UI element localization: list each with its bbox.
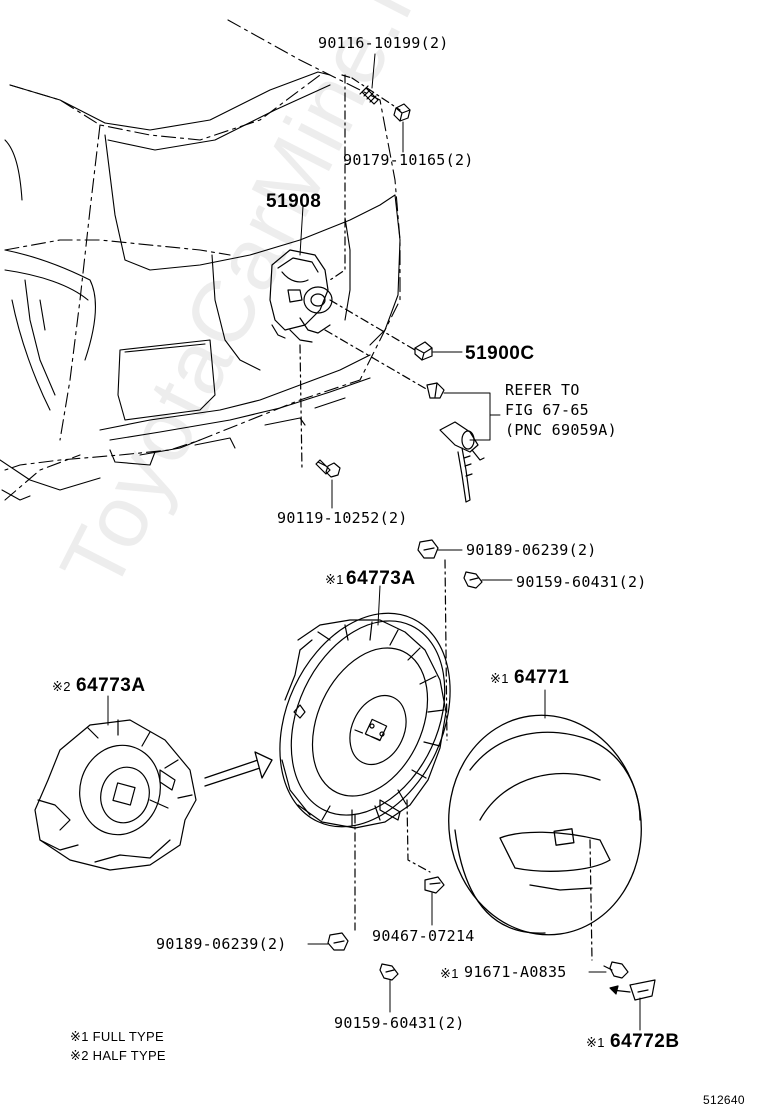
label-screw-90159-upper: 90159-60431(2) — [516, 573, 647, 591]
vehicle-rear-outline — [5, 20, 400, 500]
label-cover-full: 64773A — [346, 568, 416, 589]
label-bolt-90119: 90119-10252(2) — [277, 509, 408, 527]
cap-51900c-part — [415, 342, 432, 360]
label-bolt-91671: 91671-A0835 — [464, 963, 567, 981]
bolt-90116-part — [360, 86, 378, 104]
note-half-type: ※2 HALF TYPE — [70, 1048, 166, 1063]
label-clip-90189-upper: 90189-06239(2) — [466, 541, 597, 559]
clip-90189-lower-part — [328, 933, 348, 950]
label-cover-full-mark: ※1 — [325, 572, 344, 587]
note-full-type: ※1 FULL TYPE — [70, 1029, 164, 1044]
label-emblem-mark: ※1 — [586, 1035, 605, 1050]
label-refer-line1: REFER TO — [505, 381, 580, 399]
emblem-phantom-lines — [590, 840, 592, 960]
nut-90179-part — [394, 104, 410, 121]
label-clip-90189-lower: 90189-06239(2) — [156, 935, 287, 953]
bolt-90119-part — [316, 460, 340, 477]
cover-phantom-lines — [355, 560, 447, 930]
label-bolt-cover-mark: ※1 — [440, 966, 459, 981]
spare-cover-half-type — [35, 720, 196, 870]
bolt-91671-part — [604, 962, 628, 978]
label-cover-half-mark: ※2 — [52, 679, 71, 694]
label-nut-90179: 90179-10165(2) — [343, 151, 474, 169]
label-cover-half: 64773A — [76, 675, 146, 696]
label-carrier-51908: 51908 — [266, 191, 322, 212]
tire-cover-part — [435, 703, 656, 948]
clip-90189-upper-part — [418, 540, 438, 558]
leader-lines — [108, 54, 640, 1030]
spare-cover-full-type — [247, 586, 483, 855]
screw-90159-lower-part — [380, 964, 398, 980]
carrier-mount-phantom — [330, 75, 400, 280]
carrier-bracket — [270, 250, 332, 342]
screw-90159-upper-part — [464, 572, 482, 588]
label-refer-line3: (PNC 69059A) — [505, 421, 617, 439]
label-screw-90159-lower: 90159-60431(2) — [334, 1014, 465, 1032]
clip-90467-part — [425, 877, 444, 893]
vehicle-body — [0, 72, 400, 500]
label-emblem-64772b: 64772B — [610, 1031, 680, 1052]
figure-number: 512640 — [703, 1093, 745, 1107]
label-bolt-90116: 90116-10199(2) — [318, 34, 449, 52]
lock-cylinder-part — [427, 383, 484, 502]
emblem-64772b-part — [610, 980, 655, 1000]
label-cap-51900c: 51900C — [465, 343, 535, 364]
label-tire-cover-64771: 64771 — [514, 667, 570, 688]
label-refer-line2: FIG 67-65 — [505, 401, 589, 419]
label-tire-cover-mark: ※1 — [490, 671, 509, 686]
label-clip-90467: 90467-07214 — [372, 927, 475, 945]
cap-phantom-lines — [300, 300, 428, 470]
arrow-half-to-full — [205, 752, 272, 786]
